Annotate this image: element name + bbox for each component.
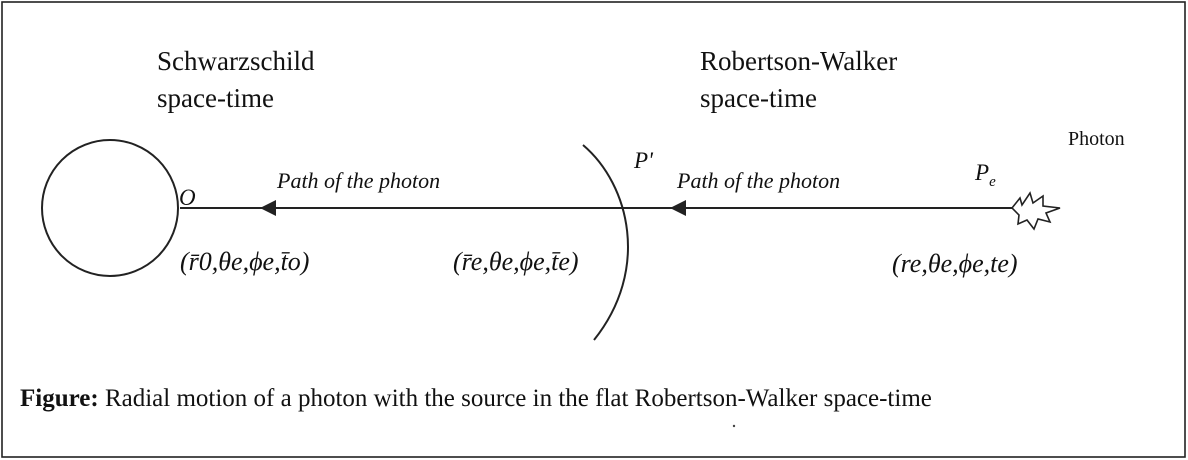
emitter-point-label: Pe <box>974 160 996 190</box>
observer-point-label: O <box>179 185 196 210</box>
photon-burst-icon <box>1010 191 1061 231</box>
boundary-coordinates: (r̄e,θe,ϕe,t̄e) <box>453 247 579 276</box>
stray-dot <box>732 424 736 428</box>
observer-coordinates: (r̄0,θe,ϕe,t̄o) <box>180 247 309 276</box>
central-mass-circle <box>41 139 179 277</box>
path-label-robertson-walker: Path of the photon <box>676 168 840 193</box>
emitter-point-subscript: e <box>989 174 996 190</box>
photon-label: Photon <box>1068 128 1125 150</box>
figure-caption-text: Radial motion of a photon with the sourc… <box>99 385 932 412</box>
figure-caption-bold: Figure: <box>20 385 99 412</box>
schwarzschild-label-line1: Schwarzschild <box>157 46 315 76</box>
robertson-walker-label-line2: space-time <box>700 83 817 113</box>
schwarzschild-label-line2: space-time <box>157 83 274 113</box>
emitter-coordinates: (re,θe,ϕe,te) <box>892 249 1018 278</box>
boundary-arc <box>582 144 629 341</box>
path-arrowhead-right <box>670 200 686 216</box>
emitter-point-letter: P <box>974 160 989 185</box>
robertson-walker-label-line1: Robertson-Walker <box>700 46 897 76</box>
figure-caption: Figure: Radial motion of a photon with t… <box>20 385 932 412</box>
boundary-point-label: P' <box>633 148 654 173</box>
path-arrowhead-left <box>260 200 276 216</box>
path-label-schwarzschild: Path of the photon <box>276 168 440 193</box>
